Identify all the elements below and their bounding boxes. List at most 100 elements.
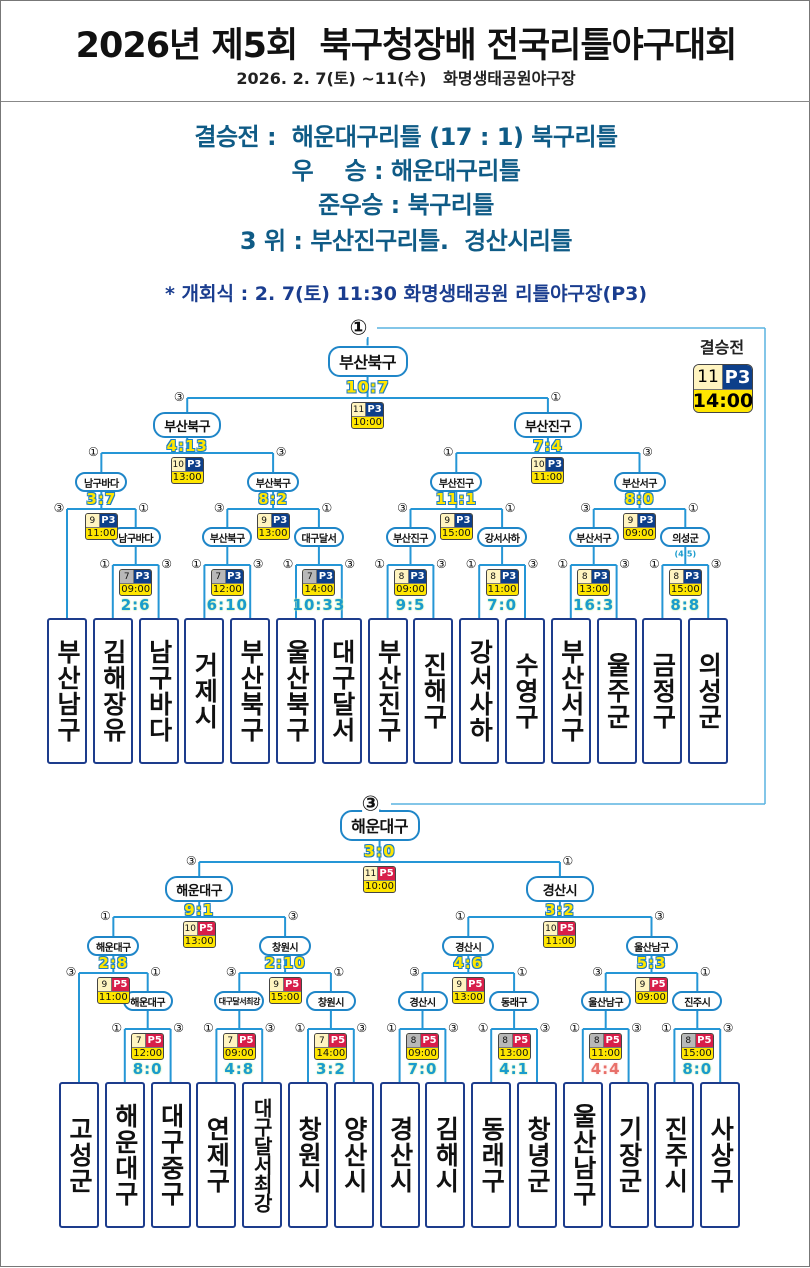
seed-mark-left: ① bbox=[111, 1021, 123, 1035]
winner-node: 부산서구 bbox=[568, 527, 619, 547]
match-score: 8:8 bbox=[670, 596, 701, 614]
team-name: 금정구 bbox=[648, 652, 678, 730]
seed-mark-left: ① bbox=[99, 909, 111, 923]
team-name: 연제구 bbox=[202, 1116, 232, 1194]
winner-node: 해운대구 bbox=[339, 809, 420, 841]
team-box: 울산북구 bbox=[276, 618, 316, 764]
seed-mark-left: ① bbox=[569, 1021, 581, 1035]
match-note: (4:5) bbox=[674, 549, 697, 559]
game-number: 9 bbox=[636, 978, 650, 991]
team-name: 의성군 bbox=[694, 652, 724, 730]
match-score: 7:4 bbox=[532, 437, 563, 455]
team-box: 울산남구 bbox=[562, 1082, 603, 1228]
field-badge: P5 bbox=[466, 978, 484, 991]
field-badge: P3 bbox=[225, 570, 243, 583]
field-badge: P5 bbox=[512, 1034, 530, 1047]
final-game-card: 11 P3 14:00 bbox=[693, 364, 753, 413]
match-score: 11:1 bbox=[435, 490, 477, 508]
winner-node: 경산시 bbox=[525, 876, 594, 902]
team-name: 남구바다 bbox=[144, 639, 174, 743]
team-box: 부산진구 bbox=[367, 618, 408, 764]
seed-mark-left: ① bbox=[465, 557, 477, 571]
game-number: 7 bbox=[120, 570, 135, 583]
match-score: 9:5 bbox=[395, 596, 426, 614]
seed-mark-left: ① bbox=[477, 1021, 489, 1035]
game-number: 8 bbox=[669, 570, 684, 583]
team-name: 부산진구 bbox=[373, 639, 403, 743]
game-time: 09:00 bbox=[223, 1047, 255, 1059]
game-time: 15:00 bbox=[681, 1047, 713, 1059]
team-name: 창녕군 bbox=[523, 1116, 552, 1194]
seed-mark-right: ③ bbox=[710, 557, 722, 571]
field-badge: P3 bbox=[99, 514, 117, 527]
team-box: 수영구 bbox=[505, 618, 545, 764]
team-name: 거제시 bbox=[190, 652, 220, 730]
winner-node: 강서사하 bbox=[477, 527, 528, 547]
seed-mark-left: ① bbox=[87, 445, 99, 459]
field-badge: P3 bbox=[683, 570, 701, 583]
seed-mark-right: ③ bbox=[539, 1021, 551, 1035]
game-number: 8 bbox=[681, 1034, 696, 1047]
field-badge: P3 bbox=[546, 458, 564, 471]
seed-mark-left: ③ bbox=[592, 965, 604, 979]
winner-node: 부산북구 bbox=[247, 472, 300, 492]
game-number: 8 bbox=[498, 1034, 513, 1047]
team-box: 거제시 bbox=[184, 618, 225, 764]
field-badge: P5 bbox=[146, 1034, 164, 1047]
team-box: 양산시 bbox=[333, 1082, 374, 1228]
match-score: 3:2 bbox=[544, 901, 575, 919]
seed-mark-left: ① bbox=[282, 557, 294, 571]
seed-mark-left: ③ bbox=[173, 390, 185, 404]
seed-mark-right: ① bbox=[150, 965, 162, 979]
winner-node: 울산남구 bbox=[625, 936, 678, 956]
team-name: 창원시 bbox=[294, 1116, 323, 1194]
game-number: 9 bbox=[97, 978, 112, 991]
game-number: 10 bbox=[171, 458, 186, 471]
seed-mark-right: ③ bbox=[619, 557, 630, 571]
match-score: 3:2 bbox=[315, 1060, 346, 1078]
game-number: 8 bbox=[578, 570, 593, 583]
team-name: 김해시 bbox=[431, 1116, 461, 1194]
field-badge: P3 bbox=[271, 514, 289, 527]
seed-mark-right: ③ bbox=[448, 1021, 459, 1035]
team-name: 동래구 bbox=[477, 1116, 507, 1194]
winner-node: 대구달서 bbox=[293, 527, 344, 547]
team-box: 부산북구 bbox=[230, 618, 271, 764]
team-name: 부산남구 bbox=[53, 639, 82, 743]
match-score: 2:10 bbox=[264, 954, 306, 972]
team-name: 진주시 bbox=[660, 1116, 690, 1194]
field-badge: P3 bbox=[366, 403, 384, 416]
game-number: 7 bbox=[223, 1034, 238, 1047]
game-time: 09:00 bbox=[395, 583, 426, 595]
game-number: 10 bbox=[532, 458, 547, 471]
game-time: 13:00 bbox=[171, 471, 203, 483]
match-score: 5:3 bbox=[636, 954, 667, 972]
team-name: 부산서구 bbox=[556, 639, 586, 743]
team-box: 부산서구 bbox=[550, 618, 591, 764]
seed-mark-left: ① bbox=[191, 557, 202, 571]
seed-mark-right: ③ bbox=[275, 445, 287, 459]
final-card-label: 결승전 bbox=[699, 338, 745, 357]
winner-node: 부산북구 bbox=[327, 345, 408, 377]
field-badge: P5 bbox=[283, 978, 301, 991]
field-badge: P3 bbox=[185, 458, 203, 471]
game-number: 9 bbox=[452, 978, 467, 991]
team-box: 경산시 bbox=[379, 1082, 420, 1228]
opening-ceremony-note: * 개회식 : 2. 7(토) 11:30 화명생태공원 리틀야구장(P3) bbox=[164, 283, 648, 305]
game-time: 11:00 bbox=[97, 991, 129, 1003]
match-score: 4:8 bbox=[224, 1060, 255, 1078]
team-name: 울주군 bbox=[602, 652, 632, 730]
game-number: 7 bbox=[303, 570, 318, 583]
